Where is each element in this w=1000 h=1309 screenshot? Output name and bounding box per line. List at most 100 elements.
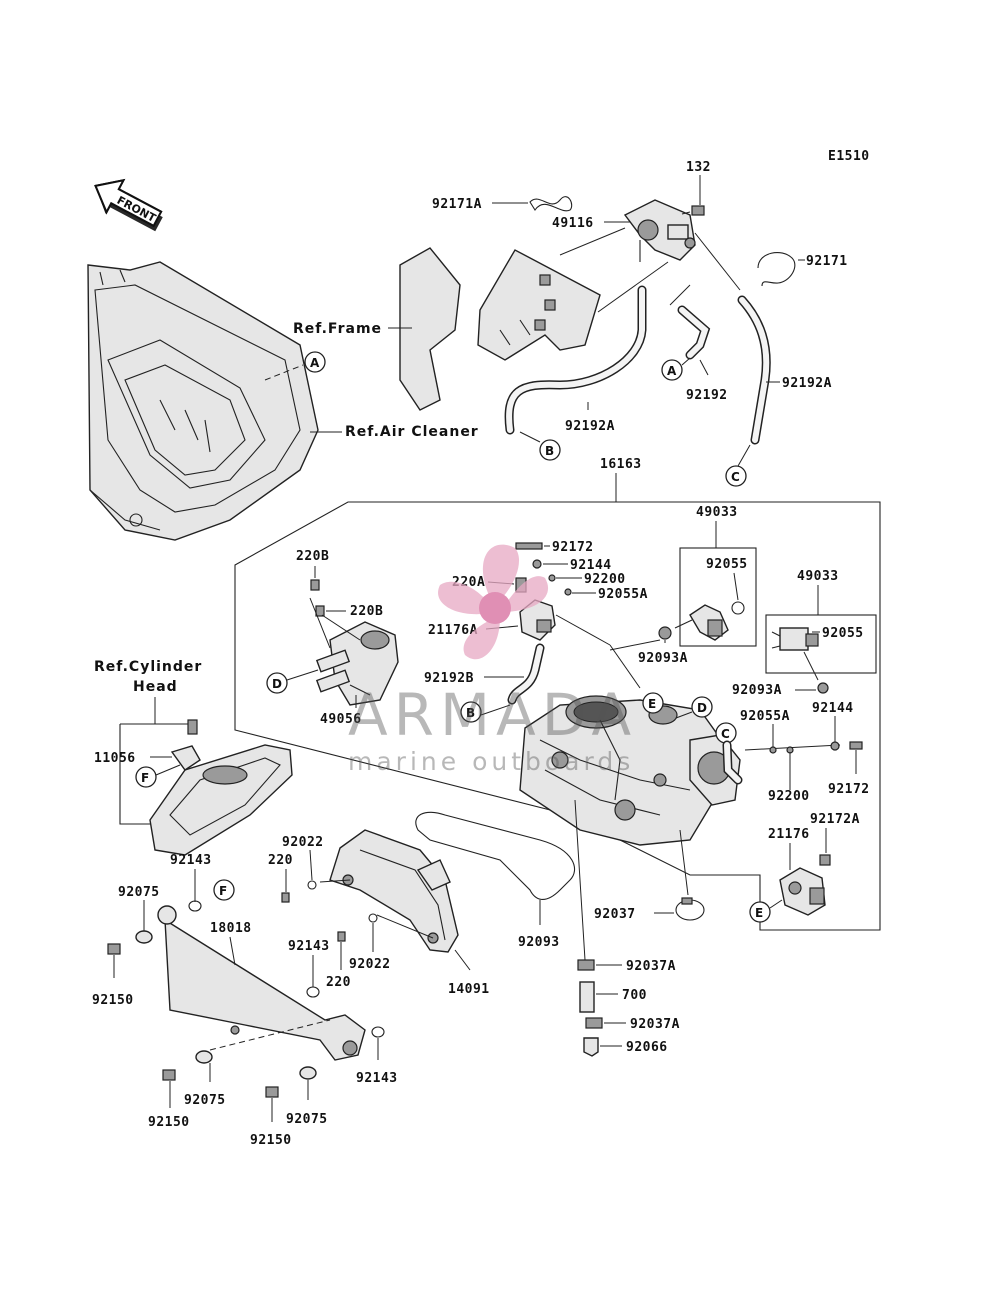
propeller-logo-icon [438, 544, 549, 660]
label-92144-1: 92144 [570, 558, 612, 573]
label-92143-2: 92143 [288, 939, 330, 954]
collar-92143-3 [371, 1026, 385, 1038]
label-92150-2: 92150 [148, 1115, 190, 1130]
sensor-21176 [779, 867, 826, 916]
label-92172-1: 92172 [552, 540, 594, 555]
label-220-1: 220 [268, 853, 293, 868]
label-92171: 92171 [806, 254, 848, 269]
ref-air-cleaner: Ref.Air Cleaner [345, 424, 479, 440]
label-92055a-1: 92055A [598, 587, 648, 602]
belt-92093 [415, 811, 575, 900]
screw-92172-2 [849, 741, 863, 750]
valve-49116 [623, 199, 696, 262]
screw-220-1 [281, 892, 290, 903]
screw-220b-1 [310, 579, 320, 591]
label-92055-1: 92055 [706, 557, 748, 572]
collar-92143-1 [188, 900, 202, 912]
label-220b-2: 220B [350, 604, 383, 619]
cover-14091 [329, 829, 459, 953]
label-92144-2: 92144 [812, 701, 854, 716]
ref-cylinder-head-2: Head [133, 679, 178, 695]
label-92200-2: 92200 [768, 789, 810, 804]
screw-220b-2 [315, 605, 325, 617]
label-92037a-2: 92037A [630, 1017, 680, 1032]
label-14091: 14091 [448, 982, 490, 997]
callout-c-mid: C [721, 727, 730, 741]
injector-box-2 [765, 614, 877, 674]
oring-92093a-2 [817, 682, 829, 694]
label-92022-1: 92022 [282, 835, 324, 850]
label-49056: 49056 [320, 712, 362, 727]
callout-c-top: C [731, 470, 740, 484]
clamp-92037a-1 [577, 959, 595, 971]
bolt-132 [681, 205, 705, 216]
callout-d-left: D [272, 677, 282, 691]
cylinder-head-cover [149, 744, 293, 856]
label-220-2: 220 [326, 975, 351, 990]
callout-d-mid: D [697, 701, 707, 715]
screw-92172a [819, 854, 831, 866]
clip-92171a [529, 196, 573, 212]
label-92075-1: 92075 [118, 885, 160, 900]
label-49033-1: 49033 [696, 505, 738, 520]
label-92066: 92066 [626, 1040, 668, 1055]
callout-a-left: A [310, 356, 320, 370]
label-92143-1: 92143 [170, 853, 212, 868]
label-49116: 49116 [552, 216, 594, 231]
air-cleaner-housing [87, 261, 319, 541]
throttle-body [519, 695, 741, 846]
label-18018: 18018 [210, 921, 252, 936]
label-220b-1: 220B [296, 549, 329, 564]
label-92200-1: 92200 [584, 572, 626, 587]
bolt-11056 [187, 719, 198, 735]
label-21176a: 21176A [428, 623, 478, 638]
label-92022-2: 92022 [349, 957, 391, 972]
injector-box-1 [679, 547, 757, 647]
hose-700 [579, 981, 595, 1013]
frame-bracket [399, 247, 601, 411]
diagram-code: E1510 [828, 149, 870, 164]
label-700: 700 [622, 988, 647, 1003]
label-92075-2: 92075 [184, 1093, 226, 1108]
label-92093a-2: 92093A [732, 683, 782, 698]
label-92055a-2: 92055A [740, 709, 790, 724]
ref-frame: Ref.Frame [293, 321, 382, 337]
label-92055-2: 92055 [822, 626, 864, 641]
label-11056: 11056 [94, 751, 136, 766]
label-21176: 21176 [768, 827, 810, 842]
label-92093a-1: 92093A [638, 651, 688, 666]
label-49033-2: 49033 [797, 569, 839, 584]
label-92192a-1: 92192A [565, 419, 615, 434]
bracket-18018 [157, 905, 366, 1061]
screw-220-2 [337, 931, 346, 942]
label-92192: 92192 [686, 388, 728, 403]
callout-b-mid: B [466, 706, 475, 720]
label-92150-1: 92150 [92, 993, 134, 1008]
callout-f-upper: F [141, 771, 149, 785]
callout-f-lower: F [219, 884, 227, 898]
screw-92172-1 [515, 542, 543, 550]
oring-92093a-1 [658, 626, 672, 640]
grommet-92075-1 [135, 930, 153, 944]
label-92075-3: 92075 [286, 1112, 328, 1127]
label-92172-2: 92172 [828, 782, 870, 797]
callout-e-right: E [755, 906, 763, 920]
collar-92143-2 [306, 986, 320, 998]
label-92192b: 92192B [424, 671, 474, 686]
label-92143-3: 92143 [356, 1071, 398, 1086]
bolt-92150-2 [162, 1069, 176, 1081]
washer-92144-1 [532, 559, 542, 569]
label-92150-3: 92150 [250, 1133, 292, 1148]
watermark-tagline: marine outboards [348, 747, 634, 776]
manifold-49056 [315, 621, 399, 706]
grommet-92075-2 [195, 1050, 213, 1064]
label-92093: 92093 [518, 935, 560, 950]
clip-92171 [757, 252, 796, 287]
label-92037: 92037 [594, 907, 636, 922]
armada-watermark: ARMADA marine outboards [348, 544, 634, 776]
callout-a-right: A [667, 364, 677, 378]
label-92037a-1: 92037A [626, 959, 676, 974]
callout-b-top: B [545, 444, 554, 458]
label-92171a: 92171A [432, 197, 482, 212]
